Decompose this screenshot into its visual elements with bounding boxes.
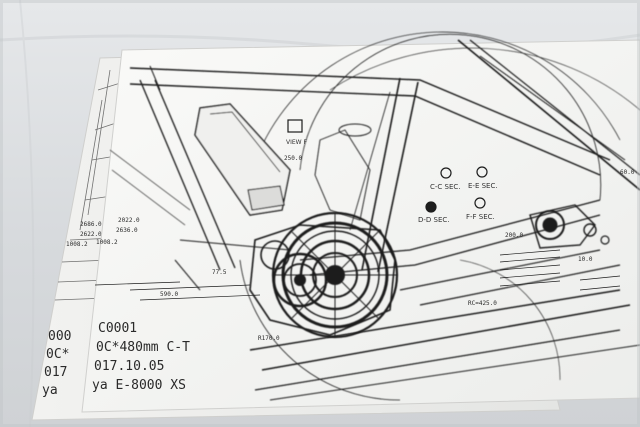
back-title-1: 000 <box>48 329 71 344</box>
section-cc-label: C-C SEC. <box>430 183 461 191</box>
back-title-2: 0C* <box>46 347 69 362</box>
dim-5: R170.0 <box>258 335 280 342</box>
back-dim-2: 2622.0 <box>80 231 102 238</box>
title-line-4: ya E-8000 XS <box>92 378 186 393</box>
section-dd-label: D-D SEC. <box>418 216 450 224</box>
dim-2: 2636.0 <box>116 227 138 234</box>
back-dim-3: 1008.2 <box>66 241 88 248</box>
dim-8: 77.5 <box>212 269 227 276</box>
section-ee-label: E-E SEC. <box>468 182 498 190</box>
dim-4: 590.0 <box>160 291 178 298</box>
dim-11: 10.0 <box>578 256 593 263</box>
title-line-3: 017.10.05 <box>94 359 164 374</box>
dim-10: 60.0 <box>620 169 635 176</box>
dim-3: 1008.2 <box>96 239 118 246</box>
front-sheet: C-C SEC. E-E SEC. D-D SEC. F-F SEC. VIEW… <box>81 31 640 413</box>
dimension-lines <box>94 249 621 301</box>
section-ff-label: F-F SEC. <box>466 213 495 221</box>
dim-6: RC=425.0 <box>468 300 497 307</box>
dim-1: 2022.0 <box>118 217 140 224</box>
rear-dropout <box>529 204 610 249</box>
dim-7: 250.0 <box>284 155 302 162</box>
frame-drawing <box>109 31 640 401</box>
section-symbols <box>287 119 488 213</box>
title-line-2: 0C*480mm C-T <box>96 340 190 355</box>
back-title-4: ya <box>42 383 58 398</box>
dim-9: 200.0 <box>505 232 523 239</box>
back-dim-1: 2686.0 <box>80 221 102 228</box>
motor-unit <box>249 211 399 339</box>
back-title-3: 017 <box>44 365 67 380</box>
title-line-1: C0001 <box>98 321 137 336</box>
view-label: VIEW F <box>286 139 308 146</box>
